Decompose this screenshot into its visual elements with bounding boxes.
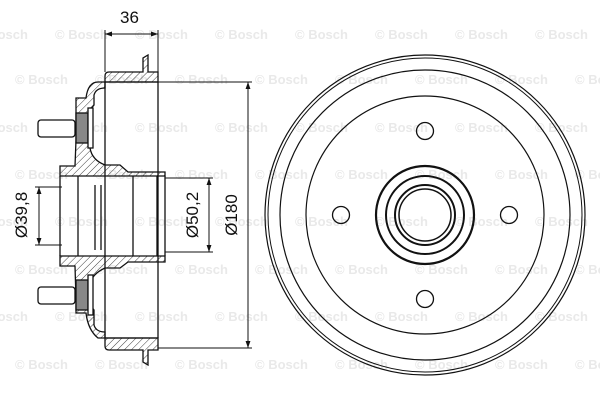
drum-braking-surface [279, 69, 571, 361]
drum-wall-bottom [104, 337, 159, 367]
drum-face [305, 95, 545, 335]
wheel-stud-top [37, 107, 94, 149]
hub-wall-bottom [59, 255, 166, 339]
dimension-drum-diameter-label: Ø180 [222, 194, 241, 236]
center-bore [398, 188, 452, 242]
dimension-centering-label: Ø50,2 [183, 191, 202, 239]
dimension-inner-bore-label: Ø39,8 [12, 191, 31, 239]
drum-outer-rim [264, 54, 586, 376]
hub-outer [374, 164, 476, 266]
bolt-hole-top [415, 121, 435, 141]
wheel-stud-bottom [37, 274, 94, 316]
dimension-width-label: 36 [120, 8, 139, 27]
section-view [37, 53, 166, 367]
bolt-hole-bottom [415, 289, 435, 309]
bolt-hole-left [331, 205, 351, 225]
hub-wall-top [59, 81, 166, 177]
dimension-lines [35, 30, 252, 349]
drum-wall-top [104, 53, 159, 83]
bolt-hole-right [499, 205, 519, 225]
front-view [264, 54, 586, 376]
